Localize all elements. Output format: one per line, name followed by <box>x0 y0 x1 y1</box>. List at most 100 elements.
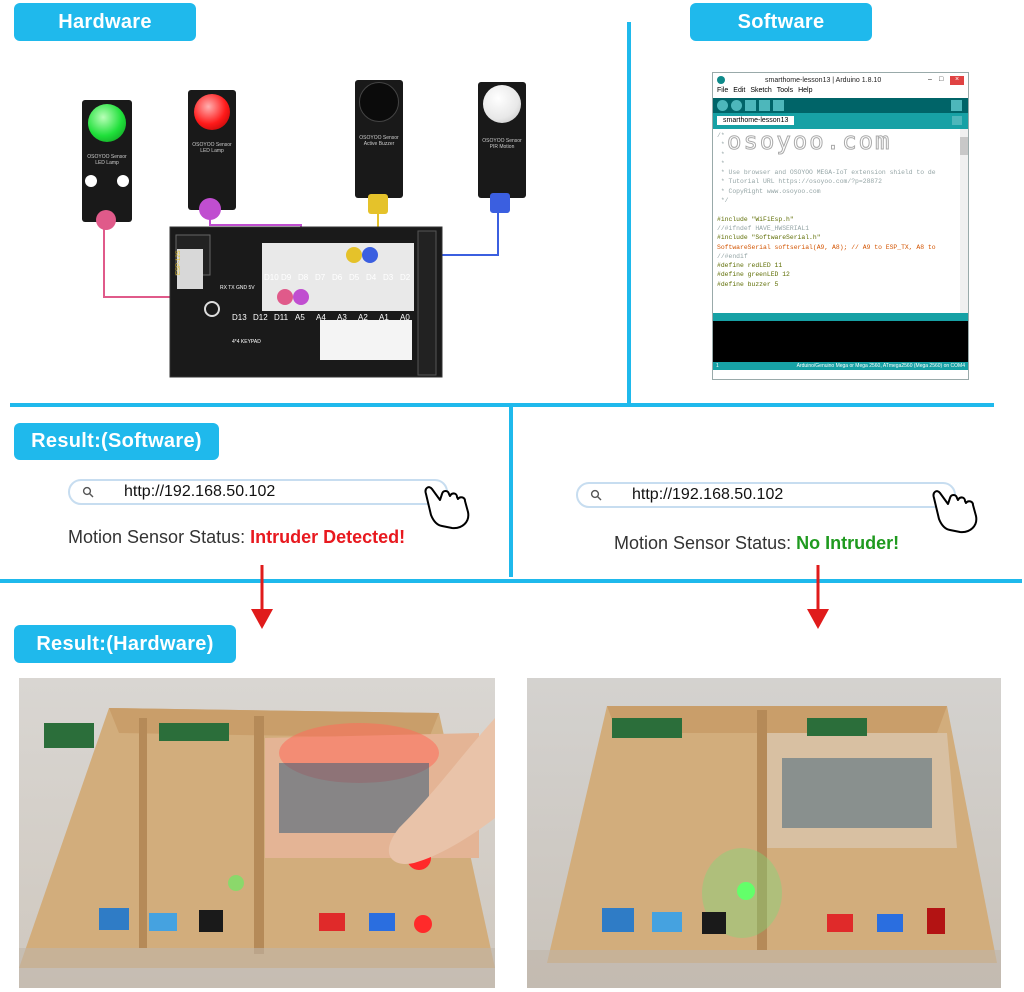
tab-sketch[interactable]: smarthome-lesson13 <box>717 116 795 125</box>
status-label: Motion Sensor Status: <box>614 533 792 553</box>
menu-sketch[interactable]: Sketch <box>750 87 772 94</box>
code-line: * CopyRight www.osoyoo.com <box>717 187 821 195</box>
module-label: OSOYOO Sensor LED Lamp <box>192 142 232 154</box>
status-value: No Intruder! <box>796 533 900 553</box>
photo-intruder-detected <box>19 678 495 988</box>
ide-titlebar: smarthome-lesson13 | Arduino 1.8.10 – □ … <box>713 73 968 87</box>
status-line-left: Motion Sensor Status: Intruder Detected! <box>68 527 405 548</box>
code-line: //#endif <box>717 252 748 260</box>
code-line: #include "WiFiEsp.h" <box>717 215 794 223</box>
ide-title: smarthome-lesson13 | Arduino 1.8.10 <box>765 76 882 84</box>
url-text: http://192.168.50.102 <box>124 483 276 500</box>
ide-menubar: File Edit Sketch Tools Help <box>713 87 968 98</box>
upload-icon[interactable] <box>731 100 742 111</box>
url-bar-right[interactable]: http://192.168.50.102 <box>576 482 956 508</box>
tab-menu-icon[interactable] <box>952 116 962 125</box>
minimize-button[interactable]: – <box>928 75 932 83</box>
board-pin-label: D13 <box>232 313 247 322</box>
ide-tabbar: smarthome-lesson13 <box>713 113 968 129</box>
search-icon <box>70 486 106 498</box>
red-led-icon <box>194 94 230 130</box>
arduino-ide-window: smarthome-lesson13 | Arduino 1.8.10 – □ … <box>712 72 969 380</box>
search-icon <box>578 489 614 501</box>
board-header-area <box>262 243 414 360</box>
code-line: */ <box>717 197 729 205</box>
divider-horizontal-low <box>0 579 1022 583</box>
board-pin-label: A5 <box>295 313 305 322</box>
open-icon[interactable] <box>759 100 770 111</box>
close-button[interactable]: × <box>950 75 964 85</box>
wire-blue-dot <box>490 193 510 213</box>
board-pin-label: D4 <box>366 273 377 282</box>
divider-vertical-top <box>627 22 631 404</box>
status-value: Intruder Detected! <box>250 527 406 547</box>
code-line: #define greenLED 12 <box>717 271 790 279</box>
board-pin-label: A1 <box>379 313 389 322</box>
board-pin-label: 4*4 KEYPAD <box>232 339 261 345</box>
module-label: OSOYOO Sensor LED Lamp <box>87 154 127 166</box>
board-pin-label: A2 <box>358 313 368 322</box>
ide-message-bar <box>713 313 968 321</box>
board-pin-label: A0 <box>400 313 410 322</box>
code-line: //#ifndef HAVE_HWSERIAL1 <box>717 224 810 232</box>
code-line: * <box>717 141 725 149</box>
ide-console <box>713 321 968 362</box>
status-label: Motion Sensor Status: <box>68 527 246 547</box>
code-line: * <box>717 159 725 167</box>
board-pin-label: A3 <box>337 313 347 322</box>
divider-vertical-mid <box>509 405 513 577</box>
board-pin-label: D6 <box>332 273 343 282</box>
menu-tools[interactable]: Tools <box>776 87 794 94</box>
menu-file[interactable]: File <box>717 87 729 94</box>
code-line: #include "SoftwareSerial.h" <box>717 234 821 242</box>
module-green-led: OSOYOO Sensor LED Lamp <box>82 100 132 222</box>
serial-monitor-icon[interactable] <box>951 100 962 111</box>
code-line <box>717 205 958 214</box>
wire-pink-dot <box>96 210 116 230</box>
save-icon[interactable] <box>773 100 784 111</box>
board-pin-label: D5 <box>349 273 360 282</box>
heading-software: Software <box>690 3 872 41</box>
board-pin-label: D11 <box>274 313 289 322</box>
board-pin-label: D3 <box>383 273 394 282</box>
board-pin-label: D8 <box>298 273 309 282</box>
menu-edit[interactable]: Edit <box>733 87 746 94</box>
heading-result-software: Result:(Software) <box>14 423 219 460</box>
editor-scrollbar[interactable] <box>960 129 968 313</box>
board-pin-label: D10 <box>264 273 279 282</box>
code-line: * Use browser and OSOYOO MEGA-IoT extens… <box>717 169 936 177</box>
heading-hardware: Hardware <box>14 3 196 41</box>
module-label: OSOYOO Sensor PIR Motion <box>482 138 522 150</box>
menu-help[interactable]: Help <box>798 87 813 94</box>
code-line: /* <box>717 132 725 139</box>
down-arrow-icon <box>251 565 273 629</box>
module-red-led: OSOYOO Sensor LED Lamp <box>188 90 236 210</box>
board-pin-label: RX TX GND 5V <box>220 285 255 291</box>
module-buzzer: OSOYOO Sensor Active Buzzer <box>355 80 403 198</box>
module-pir: OSOYOO Sensor PIR Motion <box>478 82 526 198</box>
status-line-right: Motion Sensor Status: No Intruder! <box>614 533 899 554</box>
board-pin-label: D9 <box>281 273 292 282</box>
photo-no-intruder <box>527 678 1001 988</box>
new-icon[interactable] <box>745 100 756 111</box>
verify-icon[interactable] <box>717 100 728 111</box>
code-lines: /* * * * * Use browser and OSOYOO MEGA-I… <box>717 131 958 289</box>
pir-dome-icon <box>483 85 521 123</box>
wire-purple-dot <box>199 198 221 220</box>
board-info: Arduino/Genuino Mega or Mega 2560, ATmeg… <box>796 363 965 369</box>
osoyoo-logo-ascii: osoyoo.com <box>727 129 892 155</box>
code-line: SoftwareSerial softserial(A9, A8); // A9… <box>717 243 936 251</box>
pointing-hand-icon <box>932 490 978 534</box>
code-line: #define redLED 11 <box>717 262 783 270</box>
code-line: * Tutorial URL https://osoyoo.com/?p=288… <box>717 178 882 186</box>
board-pin-label: D12 <box>253 313 268 322</box>
ide-editor[interactable]: osoyoo.com /* * * * * Use browser and OS… <box>713 129 968 313</box>
wire-yellow-dot <box>368 194 388 214</box>
code-line: #define buzzer 5 <box>717 280 779 288</box>
maximize-button[interactable]: □ <box>939 75 944 83</box>
url-bar-left[interactable]: http://192.168.50.102 <box>68 479 448 505</box>
board-pin-label: D2 <box>400 273 411 282</box>
ide-app-icon <box>717 76 725 84</box>
